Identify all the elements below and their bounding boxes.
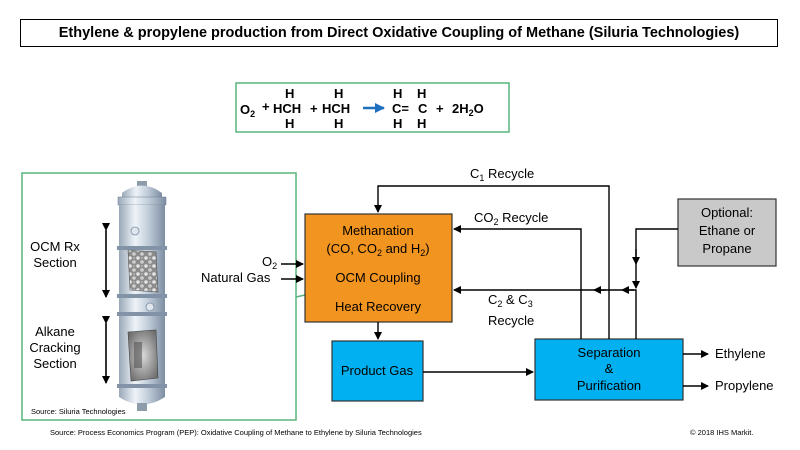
equation-product-h-bottom-right: H (417, 116, 426, 131)
reactor-panel: OCM Rx Section Alkane Cracking Section (21, 172, 297, 421)
separation-line1: Separation (578, 345, 641, 360)
c1-recycle-line (374, 185, 610, 339)
c2-c3-recycle-label-line1: C2 & C3 (488, 292, 533, 309)
c2-c3-recycle-label-line2: Recycle (488, 313, 534, 328)
reactor-vessel-image (117, 181, 167, 411)
methanation-line4: Heat Recovery (335, 299, 421, 314)
co2-recycle-line (453, 225, 582, 339)
reactor-image-source: Source: Siluria Technologies (31, 407, 126, 416)
equation-box (235, 82, 510, 133)
ocm-rx-label-line1: OCM Rx (30, 239, 80, 254)
optional-feed-line (632, 228, 678, 289)
reactor-connector-line (295, 294, 306, 298)
co2-recycle-label: CO2 Recycle (474, 210, 548, 227)
separation-box: Separation & Purification (534, 338, 684, 401)
product-gas-label: Product Gas (341, 363, 414, 378)
optional-line3: Propane (702, 241, 751, 256)
equation-h-bottom-1: H (285, 116, 294, 131)
diagram-title: Ethylene & propylene production from Dir… (20, 19, 778, 47)
propylene-label: Propylene (715, 378, 774, 393)
equation-hch-1: HCH (273, 101, 301, 116)
natural-gas-label: Natural Gas (201, 270, 271, 285)
equation-plus-2: + (310, 101, 318, 116)
equation-h-bottom-2: H (334, 116, 343, 131)
optional-line2: Ethane or (699, 223, 756, 238)
c2-c3-recycle-line (453, 286, 637, 339)
equation-o2: O2 (240, 102, 255, 119)
equation-plus-3: + (436, 101, 444, 116)
equation-product-h-bottom-left: H (393, 116, 402, 131)
optional-feed-box: Optional: Ethane or Propane (677, 198, 777, 267)
methanation-line1: Methanation (342, 223, 414, 238)
equation-product-h-top-right: H (417, 86, 426, 101)
diagram-source: Source: Process Economics Program (PEP):… (50, 428, 422, 437)
equation-plus-1: + (262, 99, 270, 114)
ethylene-label: Ethylene (715, 346, 766, 361)
separation-line2: & (605, 361, 614, 376)
equation-product-c-left: C= (392, 101, 409, 116)
o2-input-label: O2 (262, 254, 277, 271)
alkane-label-line2: Cracking (29, 340, 80, 355)
alkane-label-line1: Alkane (35, 324, 75, 339)
ocm-rx-label-line2: Section (33, 255, 76, 270)
copyright: © 2018 IHS Markit. (690, 428, 754, 437)
separation-line3: Purification (577, 378, 641, 393)
methanation-line3: OCM Coupling (335, 270, 420, 285)
reaction-equation: O2 + H HCH H + H HCH H H H C= C H H + 2H… (235, 82, 510, 133)
c1-recycle-label: C1 Recycle (470, 166, 534, 183)
alkane-label-line3: Section (33, 356, 76, 371)
equation-h-top-2: H (334, 86, 343, 101)
optional-line1: Optional: (701, 205, 753, 220)
methanation-line2: (CO, CO2 and H2) (326, 241, 429, 258)
methanation-box: Methanation (CO, CO2 and H2) OCM Couplin… (304, 213, 453, 323)
equation-h-top-1: H (285, 86, 294, 101)
equation-product-h-top-left: H (393, 86, 402, 101)
equation-water: 2H2O (452, 101, 484, 118)
equation-product-c-right: C (418, 101, 428, 116)
equation-hch-2: HCH (322, 101, 350, 116)
product-gas-box: Product Gas (331, 340, 424, 402)
